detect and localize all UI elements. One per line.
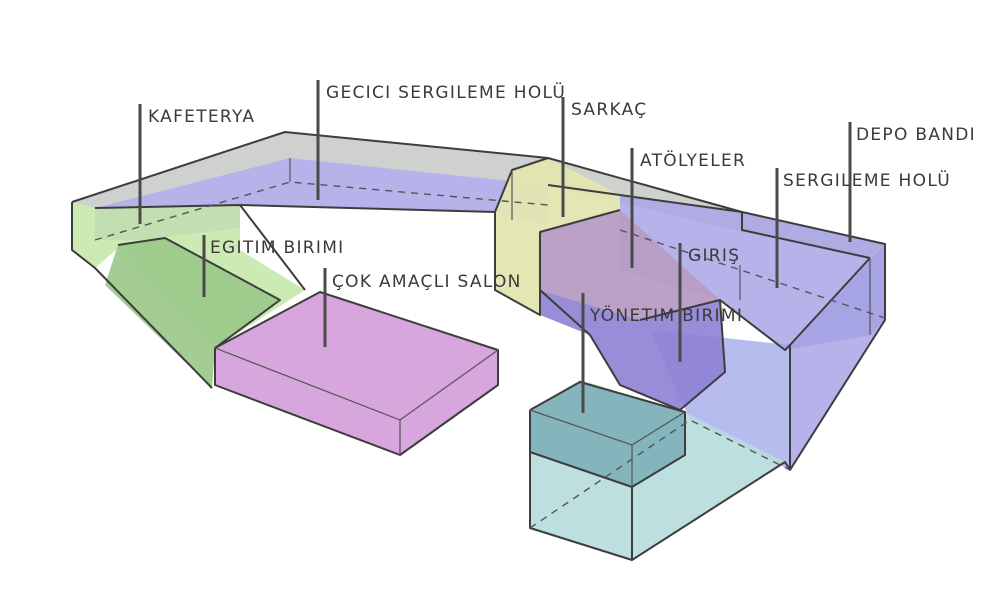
label-atolyeler: ATÖLYELER	[640, 149, 746, 171]
back-wall-edge	[547, 184, 871, 259]
atolyeler-top	[540, 210, 720, 320]
roof-outline	[71, 131, 886, 471]
label-giris: GIRIŞ	[688, 246, 740, 266]
label-kafeterya: KAFETERYA	[148, 107, 255, 127]
sergileme-right-wing	[790, 244, 885, 470]
label-cok-amacli-salon: ÇOK AMAÇLI SALON	[332, 272, 522, 292]
label-egitim-birimi: EGITIM BIRIMI	[210, 238, 344, 258]
label-depo-bandi: DEPO BANDI	[856, 125, 976, 145]
sergileme-front-edge	[719, 299, 791, 351]
yonetim-side	[632, 412, 685, 487]
sergileme-holu-volume	[620, 195, 885, 350]
yonetim-birimi-block	[529, 381, 686, 488]
labels: KAFETERYA GECICI SERGILEME HOLÜ SARKAÇ D…	[148, 81, 976, 326]
egitim-birimi-block	[105, 238, 280, 388]
label-yonetim-birimi: YÖNETIM BIRIMI	[589, 304, 743, 326]
cok-amacli-salon-block	[214, 291, 499, 456]
sarkac-outline	[494, 209, 621, 316]
band-front-edge	[239, 157, 549, 213]
yonetim-top	[530, 382, 685, 445]
label-sergileme-holu: SERGILEME HOLÜ	[783, 169, 951, 191]
leader-lines	[138, 80, 852, 413]
label-sarkac: SARKAÇ	[571, 100, 647, 120]
hidden-lines	[94, 158, 886, 529]
dashed-band-left	[94, 181, 549, 241]
yonetim-front	[530, 410, 632, 487]
outline-edges	[71, 131, 886, 561]
egitim-outline	[117, 237, 281, 349]
label-gecici-sergileme-holu: GECICI SERGILEME HOLÜ	[326, 81, 566, 103]
salon-front	[215, 348, 400, 455]
salon-side	[400, 350, 498, 455]
salon-top	[215, 292, 498, 420]
egitim-volume	[105, 238, 280, 388]
left-end-outline	[71, 202, 213, 389]
sarkac-block	[495, 158, 620, 315]
roof-band	[72, 132, 885, 258]
salon-edges	[214, 291, 499, 456]
sarkac-volume	[495, 158, 620, 315]
